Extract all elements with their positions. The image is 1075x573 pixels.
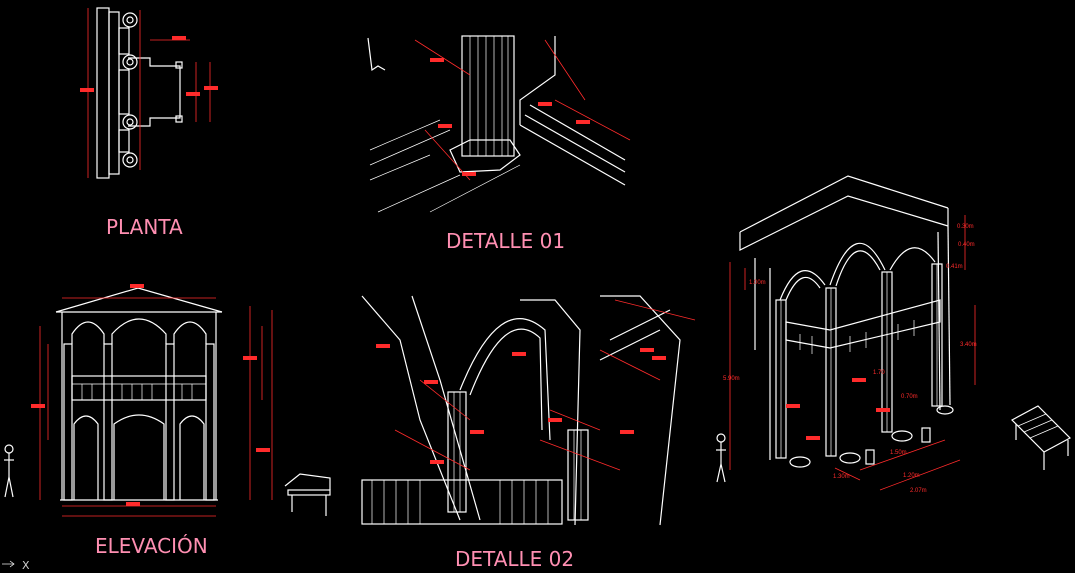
detalle-02-title: DETALLE 02: [455, 547, 574, 571]
dim-label: 1.00m: [749, 280, 766, 286]
dim-label: 2.07m: [910, 488, 927, 494]
dim-label: 5.90m: [723, 376, 740, 382]
dim-label: 1.30m: [833, 474, 850, 480]
dim-label: 0.41m: [946, 264, 963, 270]
planta-title: PLANTA: [106, 215, 183, 239]
bench-icon: [284, 473, 331, 516]
dim-label: 0.30m: [957, 224, 974, 230]
detalle-01-title: DETALLE 01: [446, 229, 565, 253]
dim-label: 1.70: [873, 370, 885, 376]
dim-label: 3.40m: [960, 342, 977, 348]
detalle-01-view: DETALLE 01: [367, 35, 631, 253]
ucs-axis-icon: X: [2, 559, 30, 572]
dim-label: 0.70m: [901, 394, 918, 400]
dim-label: 1.20m: [903, 473, 920, 479]
human-figure: [716, 433, 726, 483]
detalle-02-view: DETALLE 02: [361, 295, 696, 571]
planta-view: PLANTA: [80, 7, 218, 239]
elevacion-title: ELEVACIÓN: [95, 534, 208, 558]
isometric-view: 0.30m 0.40m 0.41m 3.40m 5.90m 1.20m 2.07…: [716, 175, 1071, 494]
dim-label: 0.40m: [958, 242, 975, 248]
dim-label: 1.50m: [890, 450, 907, 456]
human-figure: [4, 444, 14, 498]
ucs-x-label: X: [22, 559, 30, 572]
balustrade-detail: [361, 479, 563, 525]
bench-icon: [1011, 405, 1071, 470]
elevacion-view: ELEVACIÓN: [4, 284, 331, 558]
